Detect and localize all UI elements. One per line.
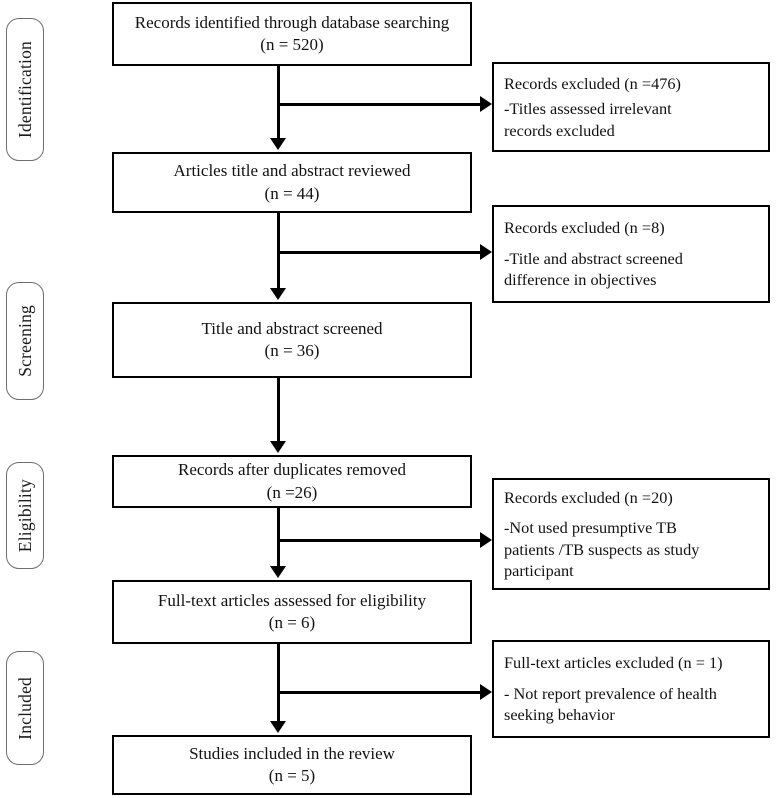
exclusion-box-8-reason-line2: difference in objectives	[504, 270, 657, 290]
exclusion-box-476-reason-line2: records excluded	[504, 120, 615, 140]
arrowhead-down-1	[270, 138, 286, 150]
connector-horizontal-2	[279, 251, 481, 254]
stage-label-eligibility: Eligibility	[6, 462, 44, 569]
exclusion-box-records-excluded-476: Records excluded (n =476) -Titles assess…	[492, 62, 770, 152]
exclusion-box-1-heading: Full-text articles excluded (n = 1)	[504, 653, 723, 673]
arrowhead-right-4	[480, 684, 492, 700]
exclusion-box-records-excluded-20: Records excluded (n =20) -Not used presu…	[492, 478, 770, 590]
arrowhead-right-3	[480, 532, 492, 548]
flow-box-title-abstract-screened-line1: Title and abstract screened	[201, 318, 383, 338]
arrowhead-down-4	[270, 566, 286, 578]
stage-label-identification: Identification	[6, 18, 44, 161]
arrowhead-down-2	[270, 288, 286, 300]
flow-box-articles-reviewed-count: (n = 44)	[264, 183, 320, 203]
stage-label-screening: Screening	[6, 282, 44, 400]
flow-box-studies-included: Studies included in the review (n = 5)	[112, 735, 472, 795]
exclusion-box-records-excluded-8: Records excluded (n =8) -Title and abstr…	[492, 205, 770, 303]
arrowhead-right-1	[480, 96, 492, 112]
stage-label-included-text: Included	[14, 676, 35, 740]
flow-box-duplicates-removed-line1: Records after duplicates removed	[178, 460, 406, 480]
connector-horizontal-3	[279, 539, 481, 542]
connector-vertical-5	[277, 644, 280, 723]
arrowhead-down-3	[270, 441, 286, 453]
connector-horizontal-1	[279, 103, 481, 106]
stage-label-eligibility-text: Eligibility	[14, 478, 35, 553]
exclusion-box-20-reason-line3: participant	[504, 561, 574, 580]
stage-label-identification-text: Identification	[14, 40, 35, 139]
connector-vertical-3	[277, 378, 280, 443]
connector-vertical-2	[277, 213, 280, 290]
flow-box-fulltext-assessed-line1: Full-text articles assessed for eligibil…	[157, 590, 427, 610]
flow-box-records-identified-count: (n = 520)	[260, 35, 324, 54]
flow-box-articles-reviewed: Articles title and abstract reviewed (n …	[112, 152, 472, 213]
stage-label-included: Included	[6, 651, 44, 765]
exclusion-box-1-reason-line1: - Not report prevalence of health	[504, 683, 717, 703]
flow-box-records-identified: Records identified through database sear…	[112, 2, 472, 66]
connector-horizontal-4	[279, 691, 481, 694]
flow-box-articles-reviewed-line1: Articles title and abstract reviewed	[173, 161, 411, 181]
arrowhead-down-5	[270, 721, 286, 733]
flow-box-title-abstract-screened-count: (n = 36)	[264, 341, 320, 360]
flow-box-duplicates-removed: Records after duplicates removed (n =26)	[112, 455, 472, 508]
flow-box-studies-included-count: (n = 5)	[268, 766, 316, 785]
exclusion-box-8-reason-line1: -Title and abstract screened	[504, 248, 683, 268]
exclusion-box-fulltext-excluded-1: Full-text articles excluded (n = 1) - No…	[492, 640, 770, 738]
flow-box-duplicates-removed-count: (n =26)	[266, 482, 318, 502]
flow-box-fulltext-assessed: Full-text articles assessed for eligibil…	[112, 580, 472, 644]
exclusion-box-20-reason-line2: patients /TB suspects as study	[504, 539, 700, 559]
connector-vertical-4	[277, 508, 280, 568]
exclusion-box-476-reason-line1: -Titles assessed irrelevant	[504, 99, 672, 119]
flow-box-fulltext-assessed-count: (n = 6)	[268, 613, 316, 632]
flow-box-records-identified-line1: Records identified through database sear…	[134, 12, 450, 32]
exclusion-box-8-heading: Records excluded (n =8)	[504, 218, 665, 238]
stage-label-screening-text: Screening	[14, 305, 35, 377]
flow-box-title-abstract-screened: Title and abstract screened (n = 36)	[112, 302, 472, 378]
exclusion-box-1-reason-line2: seeking behavior	[504, 705, 615, 725]
flow-box-studies-included-line1: Studies included in the review	[189, 743, 395, 763]
exclusion-box-476-heading: Records excluded (n =476)	[504, 73, 681, 93]
arrowhead-right-2	[480, 244, 492, 260]
connector-vertical-1	[277, 66, 280, 140]
exclusion-box-20-heading: Records excluded (n =20)	[504, 487, 673, 507]
exclusion-box-20-reason-line1: -Not used presumptive TB	[504, 518, 677, 537]
